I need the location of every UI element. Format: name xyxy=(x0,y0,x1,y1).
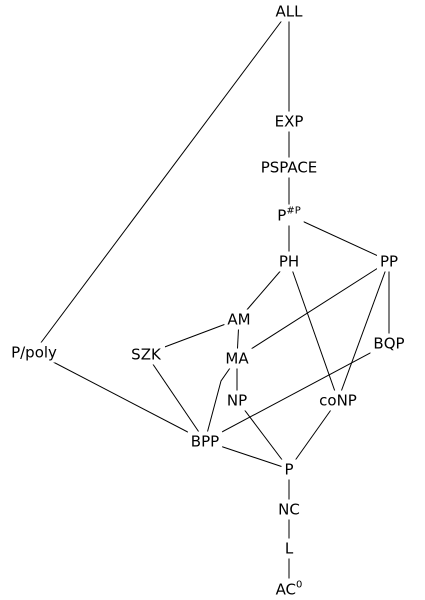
edge-bqp-bpp xyxy=(204,342,390,442)
edge-psharpp-pp xyxy=(288,214,390,262)
node-szk-label: SZK xyxy=(131,346,162,364)
node-ac0-label: AC0 xyxy=(276,580,303,599)
edge-ph-conp xyxy=(288,260,339,401)
node-l: L xyxy=(281,538,297,559)
node-bqp-label: BQP xyxy=(373,335,404,353)
node-nc-label: NC xyxy=(278,501,300,519)
node-conp-label: coNP xyxy=(319,392,357,410)
node-p: P xyxy=(281,459,297,480)
node-bpp-label: BPP xyxy=(191,433,219,451)
node-ph: PH xyxy=(275,251,303,272)
node-bqp: BQP xyxy=(370,333,408,354)
edge-pp-ma xyxy=(236,260,390,359)
node-bpp: BPP xyxy=(187,431,223,452)
node-psharpp: P#P xyxy=(274,204,304,226)
node-np-label: NP xyxy=(227,392,247,410)
node-pp-label: PP xyxy=(380,253,398,271)
node-ppoly: P/poly xyxy=(8,342,61,363)
node-ma-label: MA xyxy=(225,350,249,368)
node-l-label: L xyxy=(285,540,294,558)
node-conp: coNP xyxy=(316,390,360,411)
node-am: AM xyxy=(224,309,254,330)
node-pspace-label: PSPACE xyxy=(261,159,318,177)
node-am-label: AM xyxy=(227,311,250,329)
node-np: NP xyxy=(223,390,251,411)
node-ma: MA xyxy=(222,348,253,369)
edge-szk-bpp xyxy=(145,353,206,442)
node-ppoly-label: P/poly xyxy=(11,344,57,362)
node-psharpp-label: P#P xyxy=(277,206,300,225)
edge-pp-conp xyxy=(337,260,390,401)
edge-ppoly-bpp xyxy=(33,351,206,442)
edge-all-ppoly xyxy=(33,10,290,353)
edge-np-p xyxy=(236,399,290,470)
node-all: ALL xyxy=(272,1,307,22)
edge-conp-p xyxy=(288,399,339,470)
node-szk: SZK xyxy=(128,344,165,365)
node-pspace: PSPACE xyxy=(257,157,321,178)
node-pp: PP xyxy=(376,251,402,272)
node-nc: NC xyxy=(275,499,303,520)
node-all-label: ALL xyxy=(276,3,304,21)
node-exp: EXP xyxy=(271,111,307,132)
node-ph-label: PH xyxy=(279,253,299,271)
node-p-label: P xyxy=(284,461,293,479)
node-ac0: AC0 xyxy=(272,578,306,600)
node-layer: ALL EXP PSPACE P#P PH PP AM SZK MA BQP P… xyxy=(8,1,408,600)
edge-layer xyxy=(33,10,390,589)
node-exp-label: EXP xyxy=(275,113,304,131)
